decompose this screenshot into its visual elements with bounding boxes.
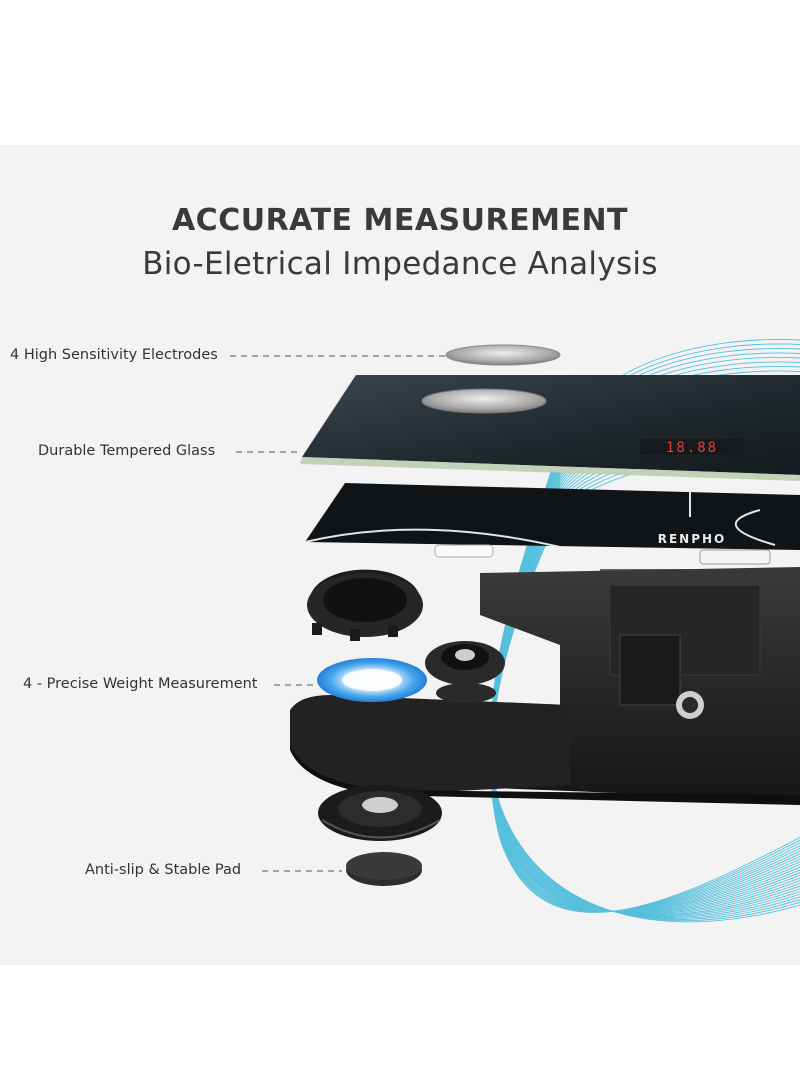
weight-sensor	[317, 658, 496, 703]
electrode-disc	[445, 344, 561, 366]
page-title: ACCURATE MEASUREMENT	[171, 203, 629, 238]
callout-electrodes: 4 High Sensitivity Electrodes	[10, 347, 218, 363]
led-display: 18.88	[640, 439, 744, 456]
tempered-glass: 18.88	[300, 375, 800, 481]
leader-lines	[230, 355, 446, 872]
foot-bracket	[318, 785, 442, 841]
exploded-scale-illustration: 18.88 RENPHO	[230, 339, 800, 923]
scale-base-frame	[290, 567, 800, 805]
page-subtitle: Bio-Eletrical Impedance Analysis	[142, 246, 658, 282]
callout-tempered-glass: Durable Tempered Glass	[38, 443, 216, 459]
product-panel: 18.88 RENPHO	[0, 145, 800, 965]
anti-slip-pad	[346, 852, 422, 886]
callout-weight-measurement: 4 - Precise Weight Measurement	[23, 676, 258, 692]
load-cell-mount	[425, 641, 505, 685]
load-cell-bracket-top	[307, 569, 423, 641]
glass-backing: RENPHO	[304, 483, 800, 550]
display-readout: 18.88	[666, 440, 718, 456]
brand-logo: RENPHO	[658, 532, 727, 546]
callout-anti-slip-pad: Anti-slip & Stable Pad	[85, 862, 242, 878]
